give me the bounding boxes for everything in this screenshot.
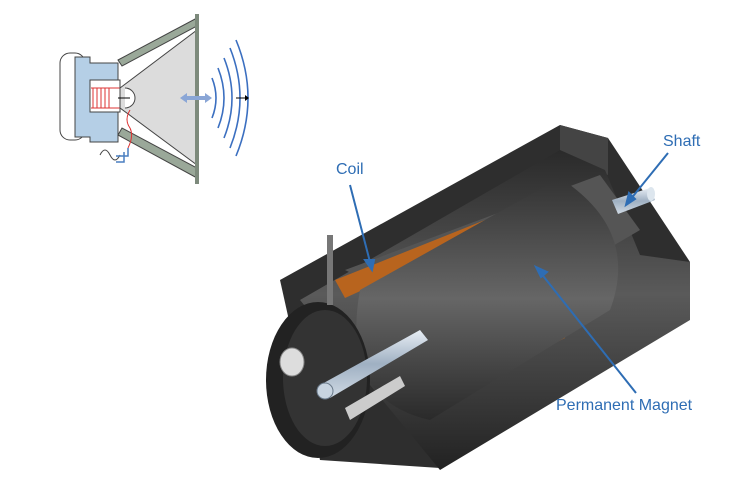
speaker-diagram — [59, 14, 249, 184]
bolt-head — [279, 347, 305, 377]
shaft-leader — [629, 152, 669, 201]
leader-lines — [349, 152, 669, 394]
rear-shaft — [320, 330, 428, 398]
screw — [345, 376, 405, 420]
signal-wave-icon — [99, 149, 121, 161]
motor-cutaway — [266, 125, 690, 470]
magnet-leader — [539, 271, 637, 394]
voice-coil — [91, 87, 121, 109]
permanent-magnet-label: Permanent Magnet — [556, 397, 693, 414]
shaft-label: Shaft — [663, 133, 701, 150]
terminal-pin — [327, 235, 333, 305]
coil-label: Coil — [336, 161, 364, 178]
coil-leader — [349, 184, 371, 263]
permanent-magnet — [356, 178, 619, 420]
